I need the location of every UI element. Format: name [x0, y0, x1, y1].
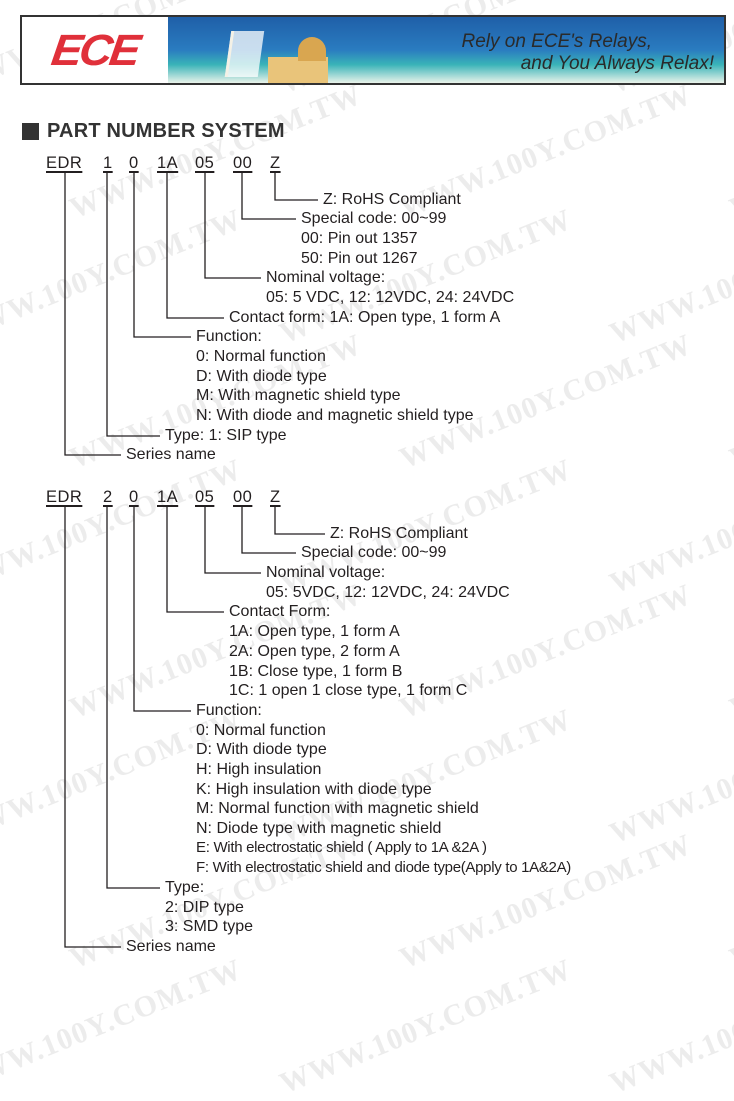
code-segment: 00 — [233, 154, 253, 172]
description-label: 1B: Close type, 1 form B — [229, 663, 403, 680]
description-label: Function: — [196, 702, 262, 719]
code-segment: 05 — [195, 488, 215, 506]
leader-line — [106, 507, 160, 889]
description-label: 1C: 1 open 1 close type, 1 form C — [229, 682, 468, 699]
leader-line — [166, 507, 224, 613]
leader-line — [241, 173, 296, 220]
leader-line — [274, 507, 325, 535]
description-label: H: High insulation — [196, 761, 322, 778]
description-label: 0: Normal function — [196, 722, 326, 739]
code-segment: 05 — [195, 154, 215, 172]
leader-line — [106, 173, 160, 437]
description-label: 05: 5 VDC, 12: 12VDC, 24: 24VDC — [266, 289, 515, 306]
description-label: M: Normal function with magnetic shield — [196, 800, 479, 817]
leader-line — [204, 173, 261, 279]
leader-line — [166, 173, 224, 319]
connector-lines — [64, 173, 325, 948]
description-label: Series name — [126, 446, 216, 463]
table-graphic — [268, 57, 328, 83]
description-label: 0: Normal function — [196, 348, 326, 365]
leader-line — [64, 507, 121, 948]
description-label: Nominal voltage: — [266, 269, 386, 286]
description-label: Type: 1: SIP type — [165, 427, 287, 444]
leader-line — [204, 507, 261, 574]
code-segment: Z — [270, 488, 281, 506]
description-label: Contact form: 1A: Open type, 1 form A — [229, 309, 501, 326]
description-label: 50: Pin out 1267 — [301, 250, 418, 267]
description-label: 05: 5VDC, 12: 12VDC, 24: 24VDC — [266, 584, 510, 601]
code-segment: 1 — [103, 154, 113, 172]
basket-graphic — [298, 37, 326, 61]
description-label: Series name — [126, 938, 216, 955]
description-label: N: With diode and magnetic shield type — [196, 407, 474, 424]
leader-line — [133, 507, 191, 712]
section-title: PART NUMBER SYSTEM — [22, 120, 285, 143]
description-label: Special code: 00~99 — [301, 544, 447, 561]
description-label: Function: — [196, 328, 262, 345]
square-bullet-icon — [22, 123, 39, 140]
slogan-line-2: and You Always Relax! — [520, 53, 714, 74]
slogan: Rely on ECE's Relays, and You Always Rel… — [461, 31, 714, 75]
leader-line — [133, 173, 191, 338]
slogan-line-1: Rely on ECE's Relays, — [461, 31, 652, 52]
description-label: Z: RoHS Compliant — [330, 525, 468, 542]
code-segment: 00 — [233, 488, 253, 506]
code-segment: 0 — [129, 488, 139, 506]
description-label: D: With diode type — [196, 741, 327, 758]
leader-line — [274, 173, 318, 201]
description-label: E: With electrostatic shield ( Apply to … — [196, 839, 487, 856]
description-label: 3: SMD type — [165, 918, 254, 935]
description-label: 1A: Open type, 1 form A — [229, 623, 400, 640]
description-label: Z: RoHS Compliant — [323, 191, 461, 208]
code-segment: 0 — [129, 154, 139, 172]
description-label: K: High insulation with diode type — [196, 781, 432, 798]
code-segment: 2 — [103, 488, 113, 506]
description-label: Type: — [165, 879, 205, 896]
code-segment: Z — [270, 154, 281, 172]
description-label: 2: DIP type — [165, 899, 244, 916]
description-label: Special code: 00~99 — [301, 210, 447, 227]
code-segment: EDR — [46, 154, 83, 172]
header-banner: ECE Rely on ECE's Relays, and You Always… — [20, 15, 726, 85]
description-label: N: Diode type with magnetic shield — [196, 820, 442, 837]
beach-image: Rely on ECE's Relays, and You Always Rel… — [168, 17, 724, 83]
description-label: Nominal voltage: — [266, 564, 386, 581]
code-segment: 1A — [157, 488, 179, 506]
description-label: D: With diode type — [196, 368, 327, 385]
code-segment: EDR — [46, 488, 83, 506]
description-label: M: With magnetic shield type — [196, 387, 401, 404]
description-label: 2A: Open type, 2 form A — [229, 643, 400, 660]
description-label: F: With electrostatic shield and diode t… — [196, 859, 571, 876]
leader-line — [64, 173, 121, 456]
description-label: Contact Form: — [229, 603, 331, 620]
code-segment: 1A — [157, 154, 179, 172]
leader-line — [241, 507, 296, 554]
description-label: 00: Pin out 1357 — [301, 230, 418, 247]
